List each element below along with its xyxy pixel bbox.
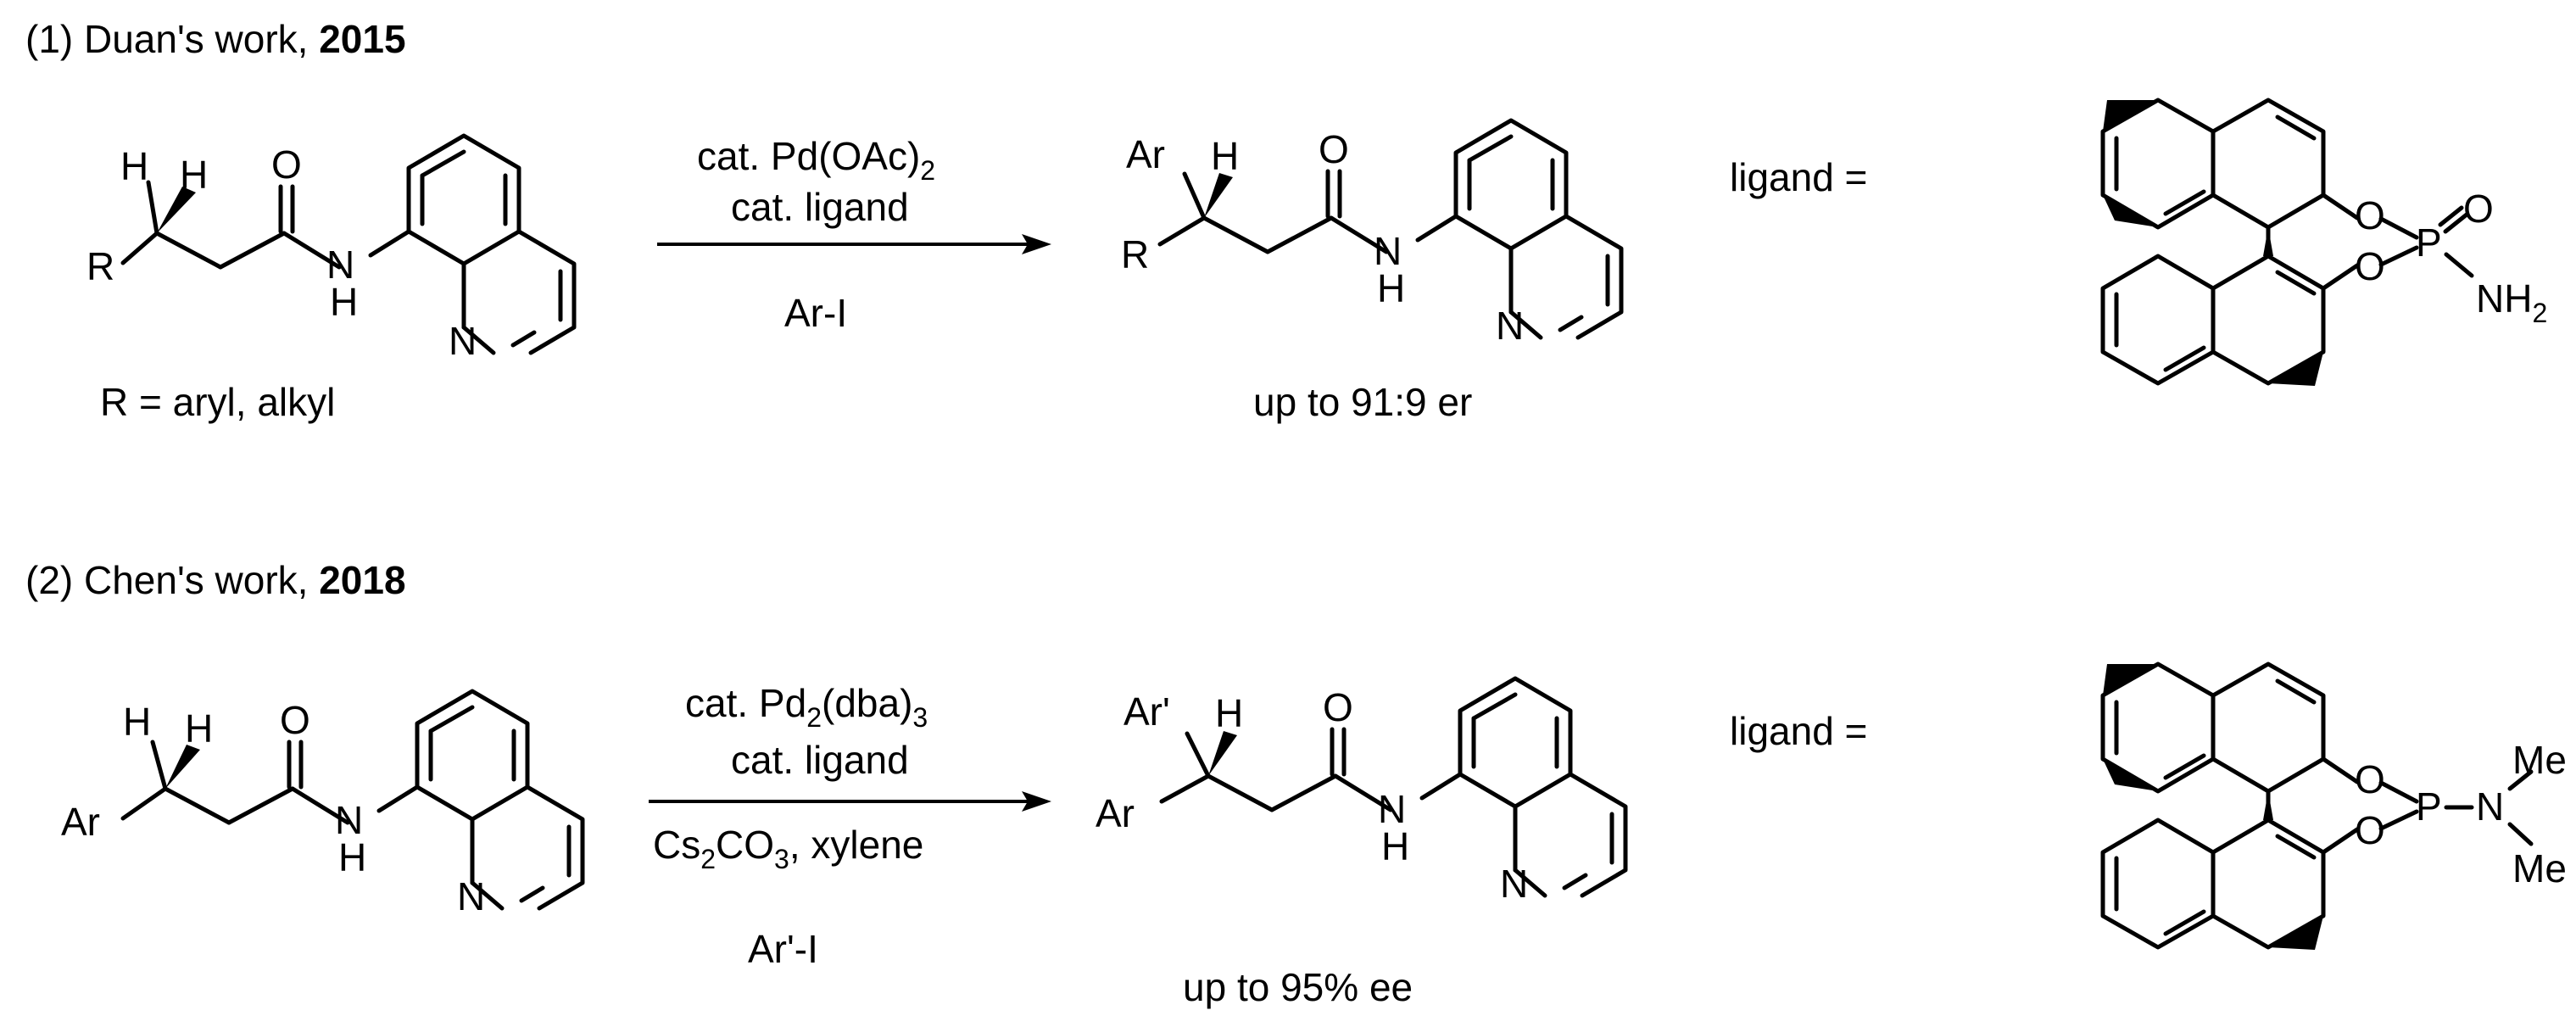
h-atom: H [1215,691,1243,735]
nh-n-atom: N [1374,229,1402,273]
result-1: up to 91:9 er [1253,380,1472,424]
product-1: R Ar H O N H N [1121,120,1621,348]
methyl-group: Me [2512,738,2567,782]
product-ar-prime-group: Ar' [1124,689,1170,734]
reagent-3: Ar-I [784,291,847,335]
scheme-2: (2) Chen's work, 2018 Ar H H O N H N cat… [25,558,2567,1009]
result-2: up to 95% ee [1183,965,1413,1009]
substrate-2: Ar H H O N H N [61,691,583,918]
o-atom: O [2355,808,2385,852]
reaction-arrow-2 [649,791,1051,812]
o-atom: O [280,698,310,742]
quinoline-n-atom: N [1500,862,1528,906]
scheme-1-title: (1) Duan's work, 2015 [25,17,406,61]
o-atom: O [1323,685,1353,729]
nh-n-atom: N [1378,787,1406,831]
nh-n-atom: N [326,243,354,287]
reagent-2: cat. ligand [731,185,909,229]
ligand-label-1: ligand = [1730,155,1867,199]
o-atom: O [1319,127,1349,171]
scheme-1: (1) Duan's work, 2015 R H H O N H N R = … [25,17,2547,424]
product-2: Ar Ar' H O N H N [1096,678,1625,906]
reaction-arrow-1 [657,234,1051,254]
o-atom: O [2355,244,2385,288]
product-ar-group: Ar [1096,791,1135,835]
o-atom: O [2355,193,2385,237]
quinoline-n-atom: N [449,319,477,363]
product-r-group: R [1121,232,1149,276]
reagent-3: Cs2CO3, xylene [653,823,923,874]
p-atom: P [2416,220,2442,265]
ligand-1-structure: O O P O NH2 [2103,100,2547,386]
quinoline-n-atom: N [457,874,485,918]
nh-h-atom: H [338,835,366,879]
nh-h-atom: H [1377,266,1405,310]
product-ar-group: Ar [1126,132,1165,176]
n-atom: N [2476,784,2504,829]
reagent-4: Ar'-I [748,927,818,971]
substrate-1: R H H O N H N [86,136,574,363]
substrate-ar-group: Ar [61,800,100,844]
h-atom: H [1211,134,1239,178]
substrate-note: R = aryl, alkyl [100,380,335,424]
ligand-label-2: ligand = [1730,709,1867,753]
nh-n-atom: N [335,798,363,842]
quinoline-n-atom: N [1496,304,1524,348]
nh-h-atom: H [1381,824,1409,868]
o-atom: O [2463,187,2494,231]
h-atom: H [185,706,213,751]
reagent-1: cat. Pd2(dba)3 [685,681,928,733]
nh-h-atom: H [330,280,358,324]
reagent-2: cat. ligand [731,738,909,782]
nh2-group: NH2 [2476,276,2547,328]
h-atom: H [120,144,148,188]
methyl-group: Me [2512,846,2567,890]
o-atom: O [2355,757,2385,801]
substrate-r-group: R [86,244,114,288]
reagent-1: cat. Pd(OAc)2 [697,134,935,186]
o-atom: O [271,142,302,187]
h-atom: H [123,700,151,744]
scheme-2-title: (2) Chen's work, 2018 [25,558,406,602]
ligand-2-structure: O O P N Me Me [2103,664,2567,950]
p-atom: P [2416,784,2442,829]
h-atom: H [180,153,208,197]
